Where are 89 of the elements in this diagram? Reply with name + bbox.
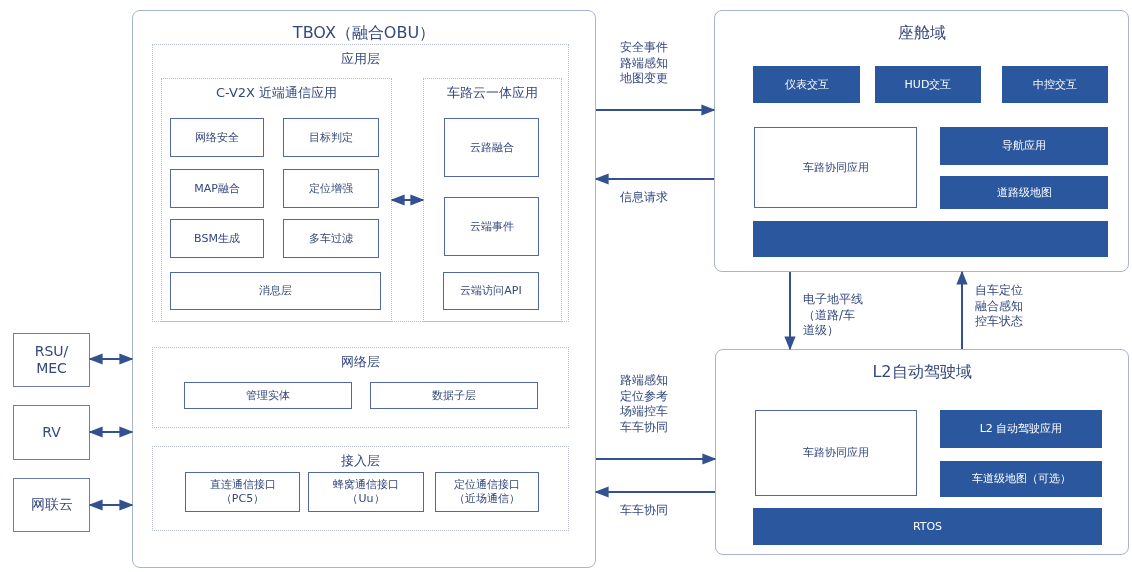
external-box bbox=[13, 405, 90, 460]
module-label: BSM生成 bbox=[193, 231, 241, 246]
arrow bbox=[595, 104, 716, 116]
module-label: 车路协同应用 bbox=[802, 160, 869, 175]
module-bar bbox=[753, 508, 1102, 545]
module-label: HUD交互 bbox=[904, 77, 952, 92]
domain-panel bbox=[714, 10, 1129, 272]
layer-title: 应用层 bbox=[341, 51, 380, 68]
module-label: 多车过滤 bbox=[308, 231, 354, 246]
module-box bbox=[283, 169, 379, 208]
module-box bbox=[283, 219, 379, 258]
domain-panel bbox=[715, 349, 1129, 555]
module-label: 蜂窝通信接口（Uu） bbox=[332, 478, 400, 506]
layer-title: 接入层 bbox=[341, 453, 380, 470]
module-box bbox=[444, 197, 539, 256]
panel-title: TBOX（融合OBU） bbox=[292, 23, 436, 43]
module-label: 目标判定 bbox=[308, 130, 354, 145]
external-box bbox=[13, 478, 90, 532]
module-box bbox=[283, 118, 379, 157]
module-box bbox=[170, 219, 264, 258]
external-box bbox=[13, 333, 90, 387]
module-bar bbox=[1002, 66, 1108, 103]
panel-title: 座舱域 bbox=[897, 23, 946, 43]
module-box bbox=[308, 472, 424, 512]
edge-label: 车车协同 bbox=[620, 503, 669, 519]
module-label: 定位增强 bbox=[308, 181, 354, 196]
layer-panel bbox=[161, 78, 392, 322]
module-label: 数据子层 bbox=[432, 388, 476, 403]
edge-label: 安全事件路端感知地图变更 bbox=[620, 40, 669, 87]
edge-label: 信息请求 bbox=[620, 190, 669, 206]
arrow bbox=[956, 270, 968, 350]
arrow bbox=[88, 353, 134, 365]
module-label: RTOS bbox=[912, 519, 943, 534]
module-label: 中控交互 bbox=[1033, 77, 1077, 92]
edge-label: 自车定位融合感知控车状态 bbox=[975, 283, 1024, 330]
arrow bbox=[88, 426, 134, 438]
edge-label: 电子地平线（道路/车道级） bbox=[803, 292, 864, 339]
module-box bbox=[444, 118, 539, 177]
layer-title: C-V2X 近端通信应用 bbox=[215, 85, 338, 102]
module-label: 道路级地图 bbox=[996, 185, 1052, 200]
layer-title: 网络层 bbox=[341, 354, 380, 371]
layer-panel bbox=[152, 347, 569, 428]
node-label: RSU/ MEC bbox=[33, 342, 70, 378]
module-bar bbox=[753, 66, 860, 103]
module-box bbox=[184, 382, 352, 409]
arrow bbox=[390, 194, 425, 206]
module-label: MAP融合 bbox=[193, 181, 241, 196]
module-bar bbox=[940, 461, 1102, 497]
module-label: 云端访问API bbox=[459, 284, 523, 298]
module-label: 云路融合 bbox=[468, 140, 515, 155]
module-box bbox=[170, 118, 264, 157]
module-label: 消息层 bbox=[259, 284, 292, 298]
layer-panel bbox=[423, 78, 562, 322]
module-bar bbox=[940, 176, 1108, 209]
layer-panel bbox=[152, 44, 569, 322]
platform-bar bbox=[753, 221, 1108, 257]
edge-label: 路端感知定位参考场端控车车车协同 bbox=[620, 373, 669, 436]
panel-title: L2自动驾驶域 bbox=[872, 362, 972, 382]
module-bar bbox=[940, 410, 1102, 448]
module-label: 定位通信接口（近场通信） bbox=[453, 478, 521, 506]
node-label: 网联云 bbox=[29, 496, 74, 514]
module-box bbox=[754, 127, 917, 208]
module-label: 车道级地图（可选） bbox=[971, 472, 1071, 486]
module-box bbox=[185, 472, 300, 512]
arrow bbox=[594, 173, 715, 185]
module-box bbox=[170, 272, 381, 310]
module-box bbox=[435, 472, 539, 512]
module-label: 网络安全 bbox=[194, 130, 240, 145]
arrow bbox=[88, 499, 134, 511]
arrow bbox=[784, 271, 796, 351]
module-label: L2 自动驾驶应用 bbox=[979, 422, 1063, 436]
module-box bbox=[170, 169, 264, 208]
module-bar bbox=[940, 127, 1108, 165]
layer-panel bbox=[152, 446, 569, 531]
module-box bbox=[443, 272, 539, 310]
layer-title: 车路云一体应用 bbox=[447, 85, 538, 102]
module-bar bbox=[875, 66, 981, 103]
arrow bbox=[594, 486, 716, 498]
module-label: 管理实体 bbox=[246, 388, 290, 403]
module-label: 车路协同应用 bbox=[803, 446, 869, 460]
module-box bbox=[370, 382, 538, 409]
module-label: 云端事件 bbox=[468, 219, 515, 234]
domain-panel bbox=[132, 10, 596, 568]
node-label: RV bbox=[41, 423, 62, 442]
module-label: 直连通信接口（PC5） bbox=[208, 478, 277, 506]
module-label: 仪表交互 bbox=[784, 77, 829, 92]
module-label: 导航应用 bbox=[1002, 139, 1046, 153]
arrow bbox=[595, 453, 717, 465]
module-box bbox=[755, 410, 917, 496]
